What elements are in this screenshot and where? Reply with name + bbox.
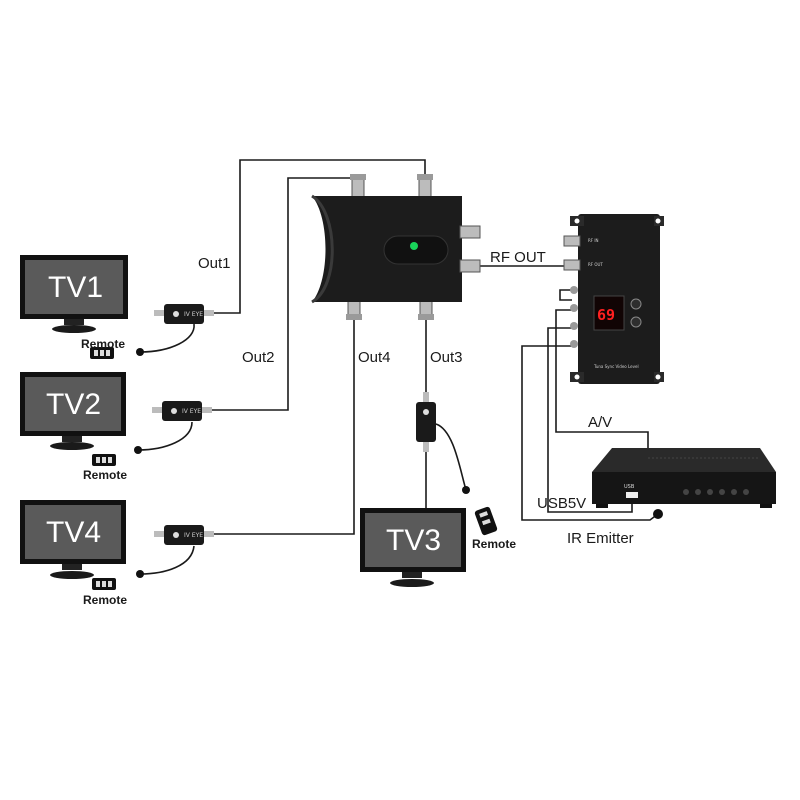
- channel-down-knob: [630, 316, 642, 328]
- out1-label: Out1: [198, 255, 231, 272]
- av-label: A/V: [588, 414, 612, 431]
- wire-ir: [521, 345, 659, 521]
- ir-eye-tv3: [416, 392, 470, 494]
- wire-eye-tv1: [139, 323, 195, 353]
- tv3: TV3: [360, 508, 466, 587]
- svg-text:IV EYE: IV EYE: [184, 311, 203, 318]
- wire-eye-tv3: [435, 423, 467, 491]
- wire-mod-inputs: [559, 289, 572, 301]
- svg-text:RF IN: RF IN: [588, 238, 599, 243]
- svg-text:USB: USB: [624, 484, 635, 490]
- tv4-label: TV4: [46, 516, 101, 549]
- wire-out1: [212, 159, 426, 314]
- tv2-label: TV2: [46, 388, 101, 421]
- channel-display: 69: [597, 306, 615, 324]
- remote-label-tv4: Remote: [83, 593, 127, 607]
- svg-text:IV EYE: IV EYE: [182, 408, 201, 415]
- remote-label-tv2: Remote: [83, 468, 127, 482]
- ir-emitter-head: [653, 509, 663, 519]
- out4-label: Out4: [358, 349, 391, 366]
- tv2: TV2: [20, 372, 126, 450]
- power-led-icon: [410, 242, 418, 250]
- remote-label-tv3: Remote: [472, 537, 516, 551]
- wire-eye-tv2: [137, 421, 193, 451]
- wire-usb: [547, 327, 633, 513]
- tv1: TV1: [20, 255, 128, 333]
- tv3-label: TV3: [386, 524, 441, 557]
- out3-label: Out3: [430, 349, 463, 366]
- ir-eye-tv1: IV EYE: [136, 304, 214, 356]
- remote-tv1: [90, 347, 114, 359]
- splitter-amplifier: [311, 174, 481, 320]
- channel-up-knob: [630, 298, 642, 310]
- svg-text:IV EYE: IV EYE: [184, 532, 203, 539]
- rf-modulator: RF IN RF OUT 69 Tuna Sync Video Level: [563, 214, 664, 384]
- ir-eye-tv2: IV EYE: [134, 401, 212, 454]
- remote-tv4: [92, 578, 116, 590]
- remote-tv2: [92, 454, 116, 466]
- svg-text:Tuna Sync Video Level: Tuna Sync Video Level: [593, 364, 639, 369]
- svg-text:RF OUT: RF OUT: [588, 262, 603, 267]
- rf-out-label: RF OUT: [490, 249, 546, 266]
- set-top-box-receiver: USB: [592, 448, 776, 519]
- wire-out4: [212, 318, 355, 535]
- wire-av: [555, 309, 649, 452]
- remote-tv3: [474, 506, 498, 536]
- wiring: [137, 159, 659, 575]
- remote-label-tv1: Remote: [81, 337, 125, 351]
- out2-label: Out2: [242, 349, 275, 366]
- wire-eye-tv4: [139, 545, 195, 575]
- tv1-label: TV1: [48, 271, 103, 304]
- tv4: TV4: [20, 500, 126, 579]
- ir-emitter-label: IR Emitter: [567, 530, 634, 547]
- usb5v-label: USB5V: [537, 495, 586, 512]
- usb-port: [626, 492, 638, 498]
- ir-eye-tv4: IV EYE: [136, 525, 214, 578]
